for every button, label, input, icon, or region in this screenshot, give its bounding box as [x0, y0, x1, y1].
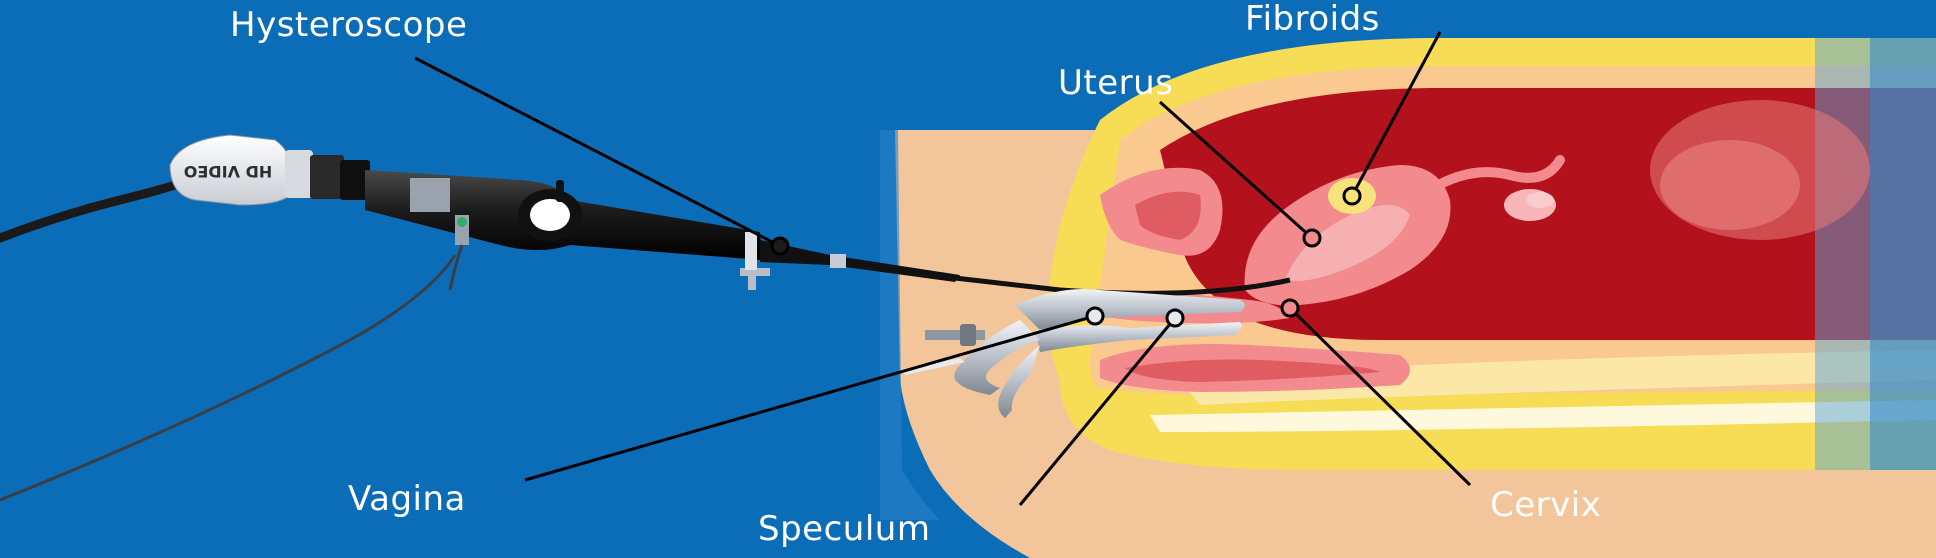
uterus-organ — [1244, 155, 1565, 306]
label-vagina: Vagina — [348, 479, 466, 519]
cervix-pointer — [1288, 306, 1472, 487]
label-uterus: Uterus — [1058, 63, 1174, 103]
hysteroscope-device — [0, 134, 1291, 502]
fibroids-pointer — [1350, 31, 1442, 197]
pointer-lines — [414, 31, 1472, 506]
hysteroscope-marker — [770, 236, 790, 256]
vagina-pointer — [524, 314, 1096, 482]
speculum-pointer — [1018, 317, 1177, 506]
label-speculum: Speculum — [758, 509, 931, 549]
speculum-device — [900, 289, 1245, 418]
hysteroscope-pointer — [414, 56, 781, 248]
label-hysteroscope: Hysteroscope — [230, 5, 468, 45]
uterus-marker — [1302, 228, 1322, 248]
anatomy-body — [880, 38, 1936, 558]
label-fibroids: Fibroids — [1245, 0, 1380, 39]
camera-head-text: HD VIDEO — [184, 162, 272, 181]
cervix-marker — [1280, 298, 1300, 318]
label-cervix: Cervix — [1490, 485, 1602, 525]
speculum-marker — [1165, 308, 1185, 328]
pointer-markers — [770, 186, 1362, 328]
vagina-marker — [1085, 306, 1105, 326]
uterus-pointer — [1158, 100, 1314, 240]
fibroids-marker — [1342, 186, 1362, 206]
